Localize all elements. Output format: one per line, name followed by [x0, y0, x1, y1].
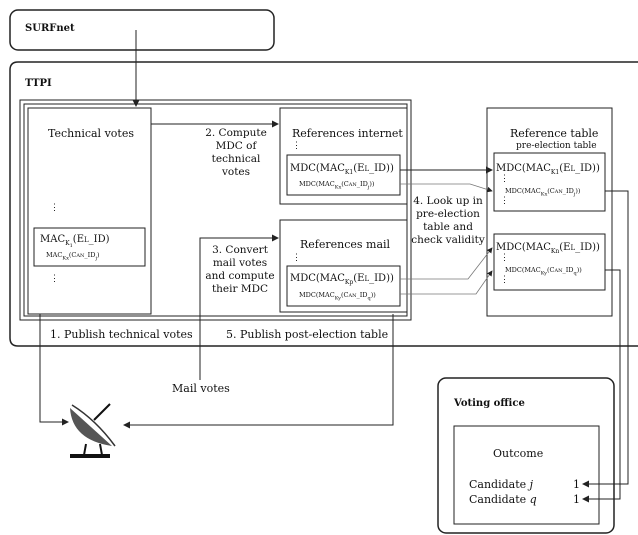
references-mail-box	[279, 219, 408, 313]
reference-table-title: Reference table	[510, 127, 599, 140]
reference-table-row1-dots-2: ⋮	[500, 196, 509, 206]
step3-label: 3. Convert mail votes and compute their …	[205, 244, 275, 295]
references-internet-box	[279, 107, 408, 205]
references-internet-dots: ⋮	[292, 141, 301, 151]
voting-office-title: Voting office	[454, 398, 525, 409]
reference-table-row1-dots: ⋮	[500, 174, 509, 184]
technical-votes-box	[27, 107, 152, 315]
ttpi-title: TTPI	[25, 78, 52, 89]
technical-mac-can: MACKx(CAN_IDj)	[46, 251, 100, 262]
references-internet-mdc-el: MDC(MACK1(EL_ID))	[290, 163, 394, 176]
satellite-dish-icon	[70, 403, 116, 458]
reference-table-row2-dots-2: ⋮	[500, 275, 509, 285]
references-mail-dots: ⋮	[292, 253, 301, 263]
references-internet-title: References internet	[292, 127, 403, 140]
reference-table-row2-dots: ⋮	[500, 253, 509, 263]
reference-table-row1-el: MDC(MACK1(EL_ID))	[496, 163, 600, 176]
ttpi-box	[9, 61, 638, 347]
step1-label: 1. Publish technical votes	[50, 328, 193, 341]
references-mail-mdc-can: MDC(MACKy(CAN_IDq))	[299, 291, 376, 302]
candidate-q-count: 1	[573, 493, 580, 506]
link-candidate-j	[582, 190, 629, 488]
step5-label: 5. Publish post-election table	[226, 328, 389, 341]
reference-table-row2-el: MDC(MACKn(EL_ID))	[496, 242, 600, 255]
reference-table-row1-can: MDC(MACKx(CAN_IDj))	[505, 187, 581, 198]
reference-table-box	[486, 107, 613, 317]
candidate-j-label: Candidate j	[469, 478, 534, 491]
reference-table-row2	[493, 233, 606, 291]
candidate-q-label: Candidate q	[469, 493, 537, 506]
inner-frame-2	[23, 103, 408, 317]
arrow-mail-votes	[199, 234, 279, 380]
technical-votes-title: Technical votes	[48, 127, 134, 140]
step2-label: 2. Compute MDC of technical votes	[205, 127, 267, 178]
arrow-publish-technical	[39, 314, 69, 426]
references-mail-inner	[286, 265, 401, 307]
arrow-publish-post	[123, 314, 394, 429]
mail-votes-label: Mail votes	[172, 382, 230, 395]
technical-votes-dots-bottom: ⋮	[50, 274, 59, 284]
reference-table-row2-can: MDC(MACKy(CAN_IDq))	[505, 266, 582, 277]
surfnet-box	[9, 9, 275, 51]
candidate-j-count: 1	[573, 478, 580, 491]
link-mail-row1	[400, 247, 493, 280]
references-mail-mdc-el: MDC(MACKp(EL_ID))	[290, 273, 394, 286]
technical-mac-el: MACK1(EL_ID)	[40, 234, 110, 250]
references-internet-inner	[286, 154, 401, 196]
reference-table-subtitle: pre-election table	[516, 141, 597, 151]
voting-office-box	[437, 377, 615, 534]
references-internet-mdc-can: MDC(MACKx(CAN_IDj))	[299, 180, 375, 191]
step4-label: 4. Look up in pre-election table and che…	[411, 195, 485, 246]
references-mail-title: References mail	[300, 238, 391, 251]
technical-votes-dots: ⋮	[50, 203, 59, 213]
link-mail-row2	[400, 270, 493, 295]
technical-mac-box	[33, 227, 146, 267]
inner-frame	[19, 99, 412, 321]
outcome-title: Outcome	[493, 447, 544, 460]
surfnet-title: SURFnet	[25, 23, 75, 34]
link-internet-row2	[400, 183, 493, 193]
outcome-box	[453, 425, 600, 525]
link-candidate-q	[582, 269, 621, 503]
reference-table-row1	[493, 152, 606, 212]
